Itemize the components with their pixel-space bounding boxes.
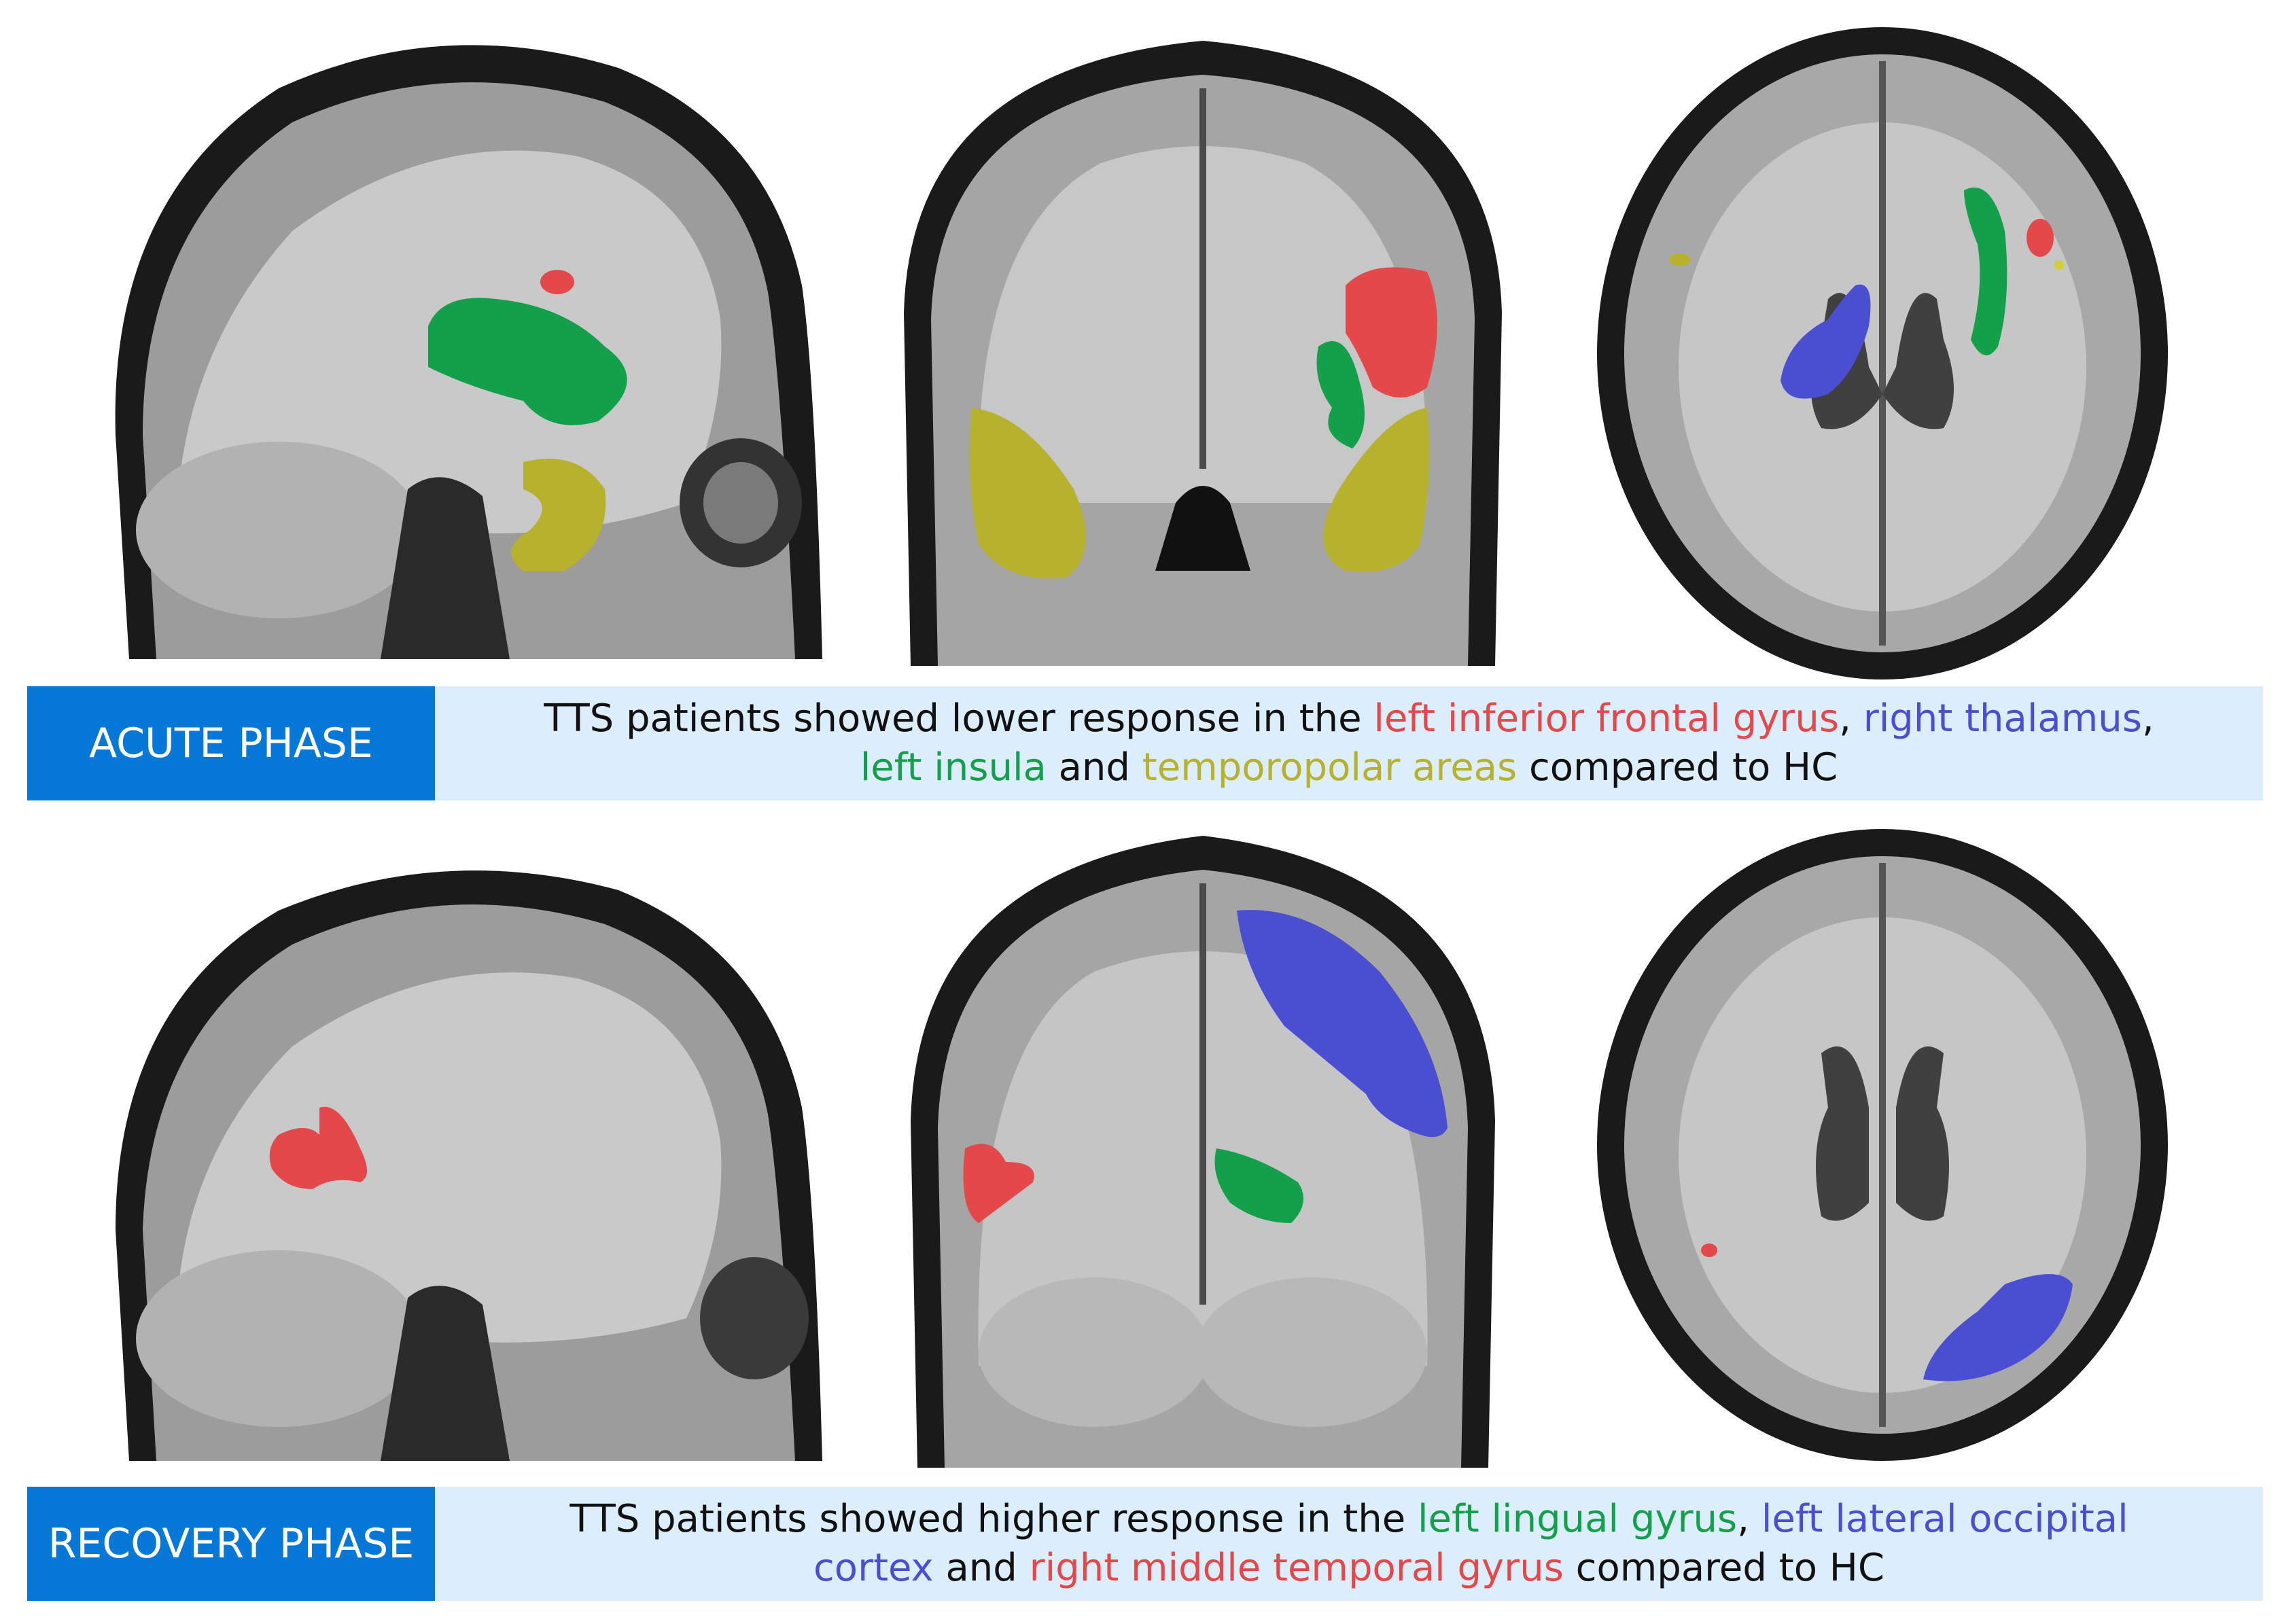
acute-text-4: and	[1046, 745, 1142, 790]
acute-temporopolar-right	[1323, 408, 1430, 572]
recovery-left-lateral-occipital: left lateral occipital	[1761, 1497, 2128, 1541]
acute-temporopolar-region	[1669, 253, 1691, 266]
recovery-phase-bar: RECOVERY PHASE TTS patients showed highe…	[27, 1487, 2263, 1601]
acute-frontal-region	[540, 270, 574, 294]
recovery-left-lingual-gyrus: left lingual gyrus	[1418, 1497, 1738, 1541]
recovery-text-2: ,	[1737, 1497, 1761, 1541]
recovery-text-1: TTS patients showed higher response in t…	[569, 1497, 1418, 1541]
recovery-middle-temporal-region	[269, 1106, 367, 1189]
acute-frontal-region	[2027, 219, 2054, 257]
recovery-middle-temporal-region	[963, 1144, 1034, 1223]
acute-left-insula: left insula	[860, 745, 1047, 790]
acute-sagittal-scan	[88, 27, 822, 659]
acute-text-3: ,	[2141, 696, 2154, 741]
recovery-axial-scan	[1583, 822, 2181, 1468]
acute-coronal-scan	[897, 27, 1509, 666]
acute-temporopolar-region	[2054, 260, 2064, 270]
recovery-lateral-occipital-region	[1237, 910, 1448, 1137]
recovery-coronal-scan	[904, 822, 1502, 1468]
recovery-phase-label: RECOVERY PHASE	[27, 1487, 435, 1601]
recovery-text-3: and	[933, 1546, 1030, 1590]
recovery-text-4: compared to HC	[1563, 1546, 1884, 1590]
acute-temporopolar-region	[511, 459, 606, 571]
acute-temporopolar-areas: temporopolar areas	[1142, 745, 1518, 790]
recovery-right-middle-temporal-gyrus: right middle temporal gyrus	[1029, 1546, 1564, 1590]
acute-phase-description: TTS patients showed lower response in th…	[442, 686, 2256, 800]
recovery-phase-description: TTS patients showed higher response in t…	[442, 1487, 2256, 1601]
acute-phase-bar: ACUTE PHASE TTS patients showed lower re…	[27, 686, 2263, 800]
acute-text-5: compared to HC	[1517, 745, 1838, 790]
recovery-cortex: cortex	[813, 1546, 934, 1590]
recovery-lateral-occipital-region	[1923, 1274, 2073, 1381]
acute-text-2: ,	[1839, 696, 1863, 741]
acute-text-1: TTS patients showed lower response in th…	[544, 696, 1374, 741]
acute-frontal-region	[1346, 267, 1437, 398]
acute-insula-region	[1964, 188, 2007, 355]
acute-axial-scan	[1583, 14, 2181, 679]
recovery-lingual-region	[1214, 1148, 1303, 1223]
recovery-middle-temporal-region	[1701, 1243, 1717, 1257]
recovery-sagittal-scan	[88, 849, 822, 1461]
acute-insula-region	[428, 298, 627, 425]
acute-temporopolar-left	[969, 408, 1086, 579]
acute-thalamus-region	[1781, 284, 1871, 399]
acute-left-inferior-frontal-gyrus: left inferior frontal gyrus	[1373, 696, 1840, 741]
acute-phase-label: ACUTE PHASE	[27, 686, 435, 800]
acute-insula-region	[1316, 340, 1365, 448]
acute-right-thalamus: right thalamus	[1863, 696, 2142, 741]
